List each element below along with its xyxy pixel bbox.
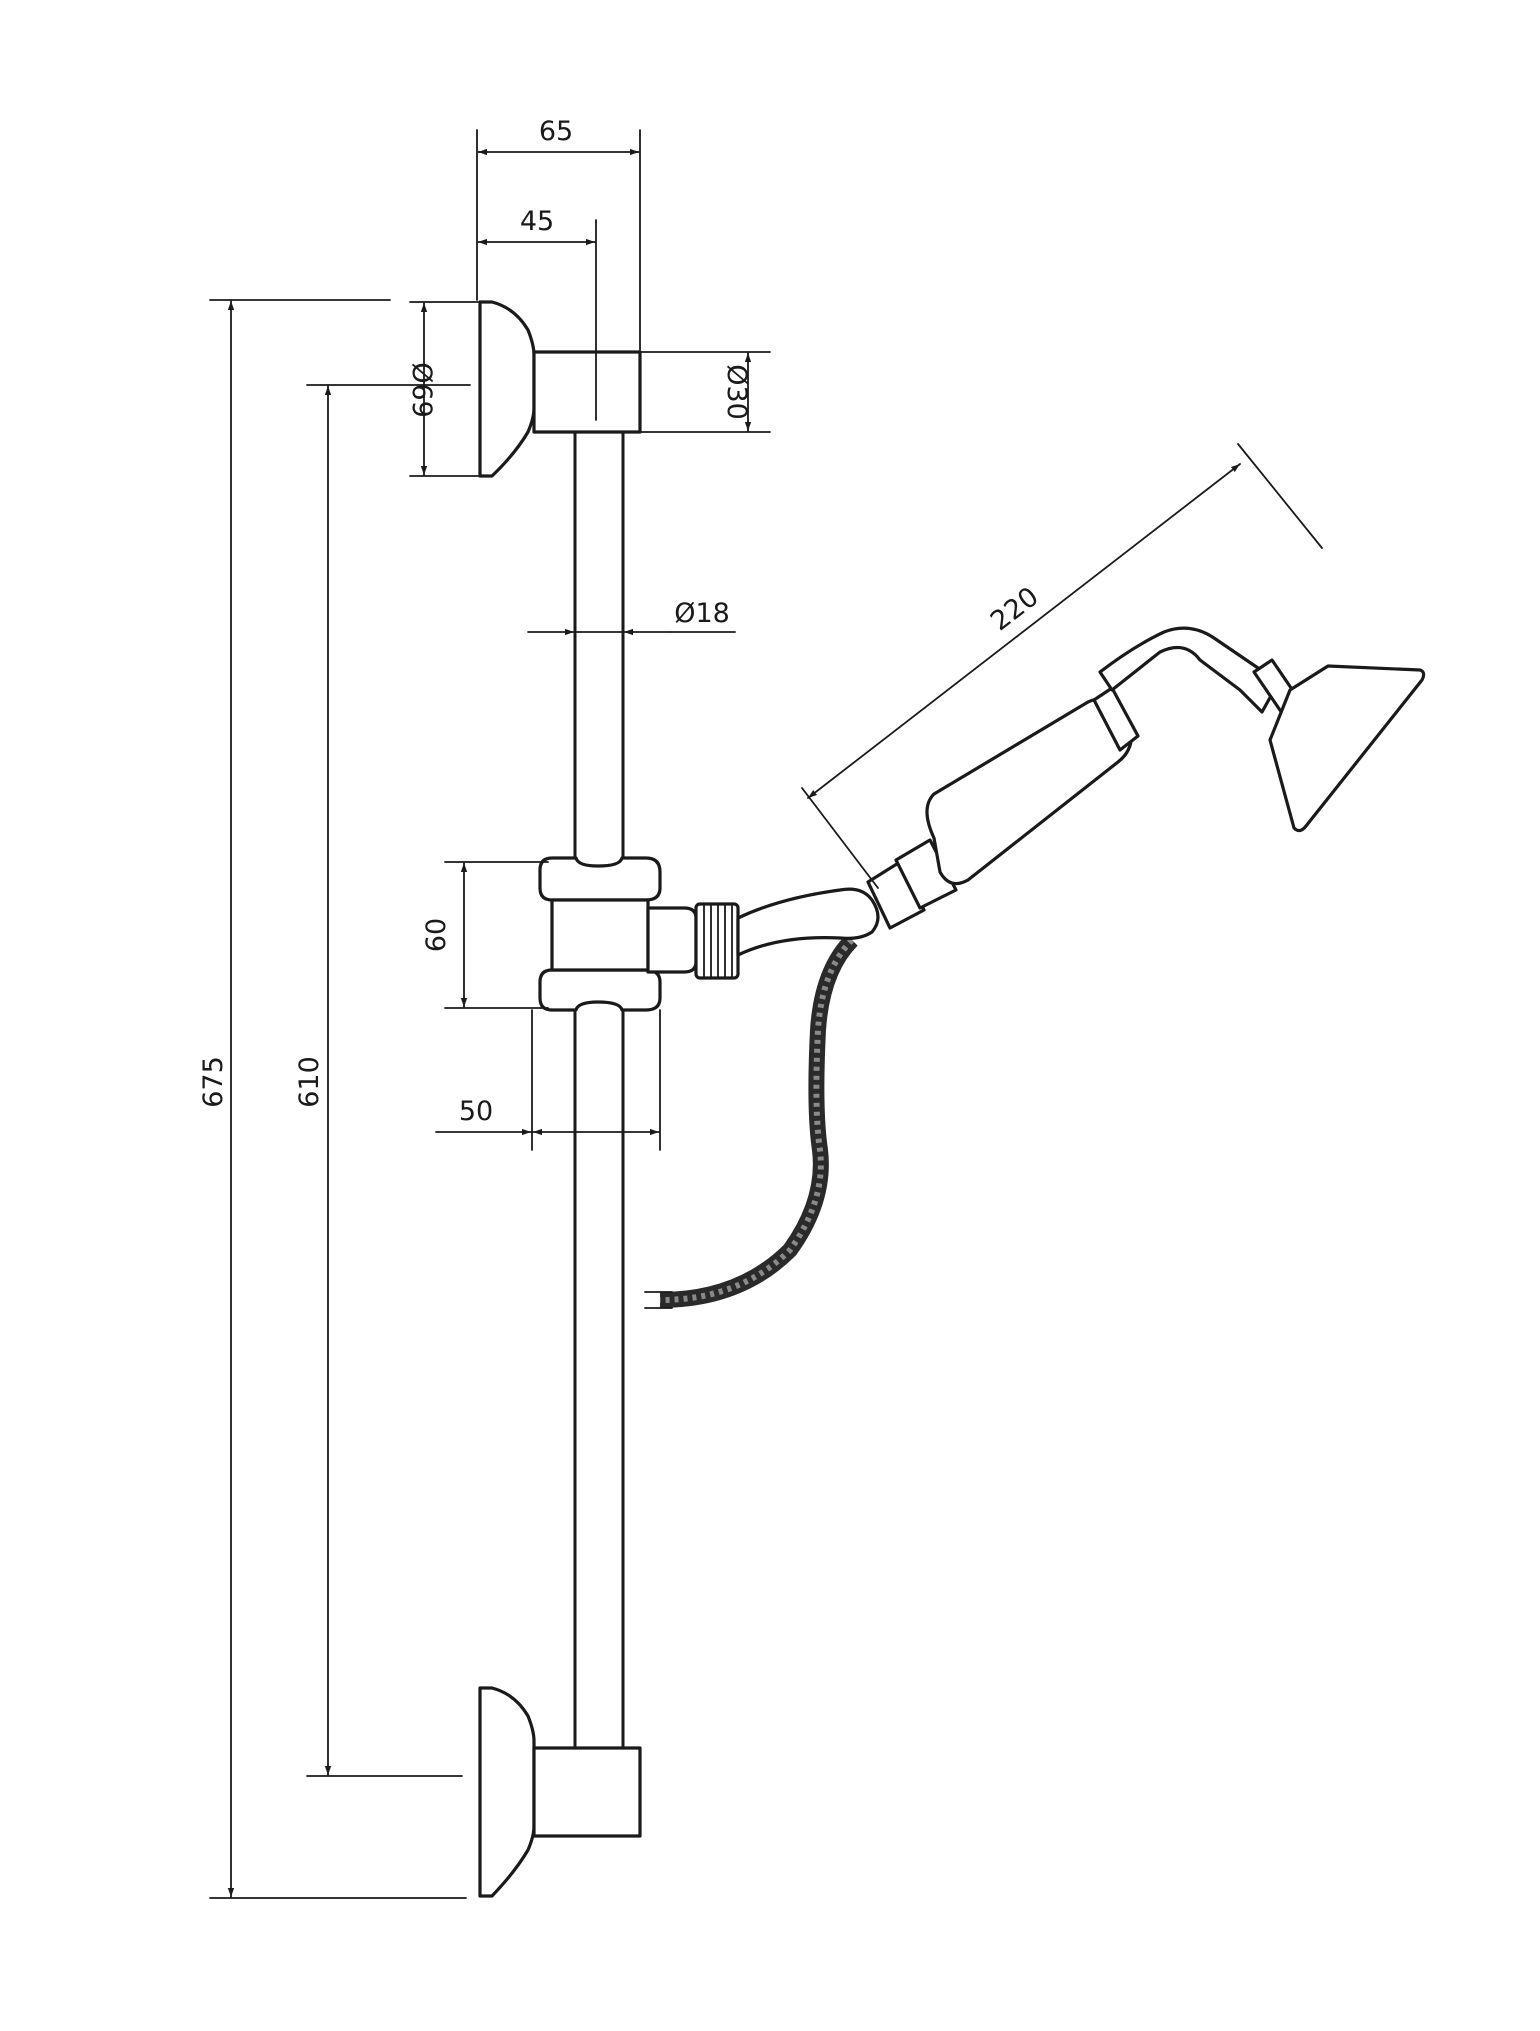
top-bracket-body [532,350,642,434]
handset-holder [736,887,880,957]
label-handset-length: 220 [985,581,1045,637]
dimension-slider-height: 60 [421,861,549,1009]
handset-handle [925,697,1134,886]
label-slider-height: 60 [421,918,452,952]
label-bracket-depth: 45 [520,206,554,237]
label-rail-overall-length: 675 [198,1056,229,1108]
handset-neck [1098,626,1274,714]
label-rail-diameter: Ø18 [674,598,730,629]
dimension-wall-flange-diameter: Ø69 [406,301,479,477]
slider-bottom-collar [538,968,662,1012]
label-bracket-centres: 610 [294,1056,325,1108]
label-bracket-diameter: Ø30 [721,364,752,420]
label-bracket-projection: 65 [539,116,573,147]
riser-rail [573,430,625,1750]
top-wall-flange [478,300,536,478]
dimension-bracket-depth: 45 [477,206,597,421]
dimension-bracket-projection: 65 [476,116,641,351]
dimension-bracket-centres: 610 [294,384,471,1777]
shower-handset [736,626,1426,957]
handset-base [866,860,926,930]
shower-hose [644,934,858,1309]
slider-top-collar [538,856,662,902]
slider-arm [646,906,698,974]
dimension-rail-diameter: Ø18 [527,598,736,636]
dimension-slider-width: 50 [435,1009,661,1151]
bottom-bracket-body [532,1746,642,1838]
shower-head [1268,664,1426,833]
dimension-bracket-diameter: Ø30 [639,351,771,433]
bottom-wall-bracket [478,1686,642,1898]
top-wall-bracket [478,300,642,478]
bottom-wall-flange [478,1686,536,1898]
label-slider-width: 50 [459,1096,493,1127]
slider-assembly [538,856,740,1012]
slider-body [550,898,650,972]
label-wall-flange-diameter: Ø69 [406,362,437,418]
handset-lower-collar [894,838,958,910]
dimension-rail-overall-length: 675 [198,299,467,1899]
